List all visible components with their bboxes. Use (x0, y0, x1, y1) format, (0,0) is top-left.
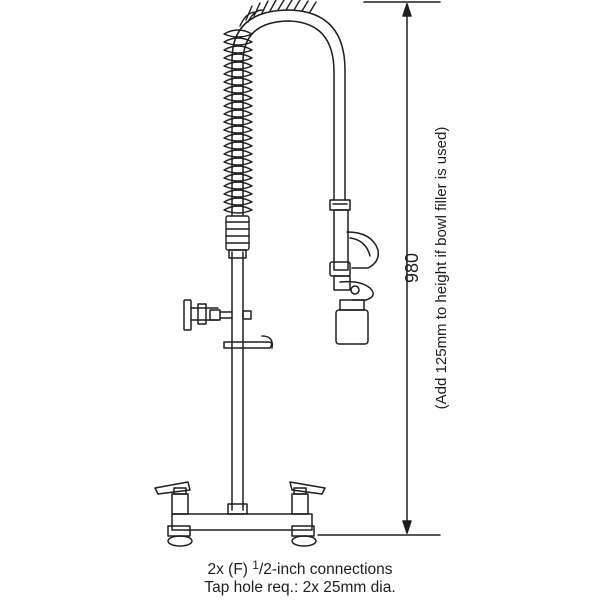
tap-hole-note: Tap hole req.: 2x 25mm dia. (204, 579, 396, 596)
hose-hook (223, 335, 274, 349)
spring-coil-loop (223, 149, 253, 158)
wall-bracket-valve (183, 299, 252, 331)
spring-coil-loop (223, 101, 253, 110)
spring-coil-loop (223, 165, 253, 174)
spring-coil-loop (223, 141, 253, 150)
spring-coil-loop (223, 189, 253, 198)
spring-coil-loop (223, 29, 253, 38)
spring-coil-loop (223, 205, 253, 214)
spring-coil-loop (223, 77, 253, 86)
height-dimension-line (317, 1, 441, 536)
base-valve-body (154, 481, 326, 547)
height-value-label: 980 (402, 253, 422, 283)
connections-suffix: /2-inch connections (258, 561, 393, 578)
connections-fraction-numerator: 1 (252, 558, 259, 572)
connections-prefix: 2x (F) (207, 561, 253, 578)
spring-coil-loop (223, 69, 253, 78)
spring-coil-loop (223, 181, 253, 190)
spring-coil-loop (223, 133, 253, 142)
spring-coil-loop (223, 85, 253, 94)
spring-coil-loop (223, 125, 253, 134)
spring-coil-loop (223, 37, 253, 46)
connections-note: 2x (F) 1/2-inch connections (0, 558, 600, 579)
height-note-label: (Add 125mm to height if bowl filler is u… (433, 127, 450, 410)
spray-valve (329, 199, 380, 345)
spring-coil-loop (223, 45, 253, 54)
spring-coil-loop (223, 197, 253, 206)
spring-coil-loop (223, 109, 253, 118)
spring-coil-loop (223, 53, 253, 62)
spring-coil (223, 0, 317, 251)
spring-coil-loop (223, 117, 253, 126)
spring-bottom-collar (225, 221, 250, 259)
spring-coil-loop (223, 173, 253, 182)
riser-pipe (231, 251, 244, 511)
spring-coil-loop (223, 157, 253, 166)
spring-coil-loop (223, 61, 253, 70)
spring-coil-loop (223, 93, 253, 102)
